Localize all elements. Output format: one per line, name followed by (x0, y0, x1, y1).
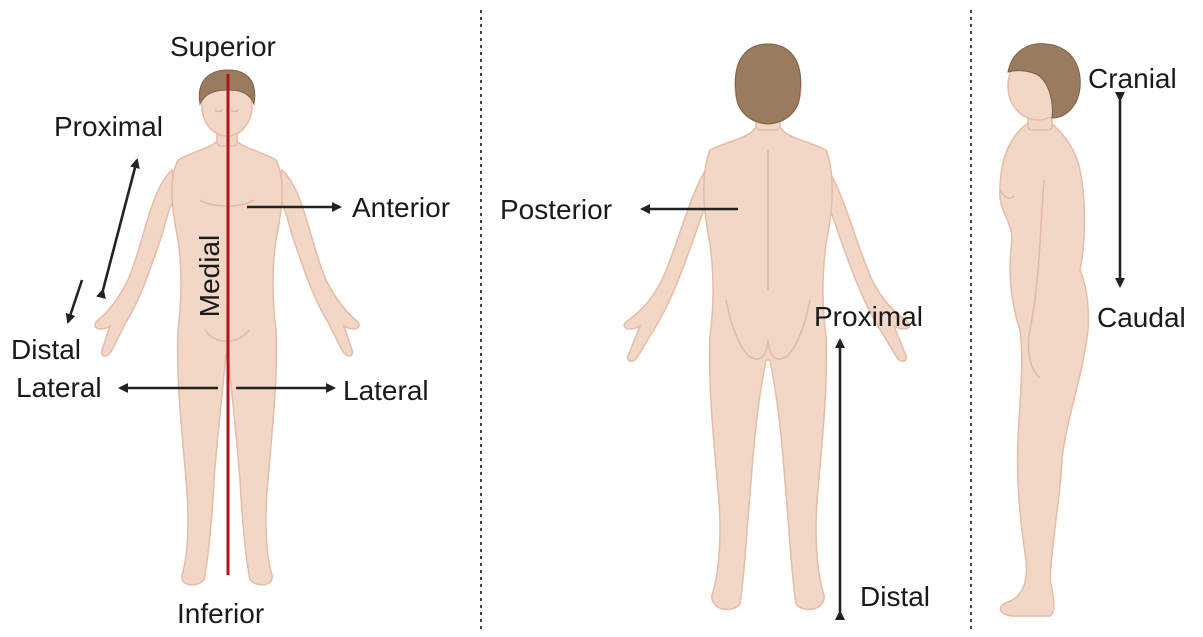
label-cranial: Cranial (1088, 65, 1177, 93)
label-inferior: Inferior (177, 600, 264, 628)
label-proximal-front: Proximal (54, 113, 163, 141)
label-superior: Superior (170, 33, 276, 61)
label-distal-front: Distal (11, 336, 81, 364)
label-lateral-right: Lateral (343, 377, 429, 405)
label-distal-back: Distal (860, 583, 930, 611)
label-medial: Medial (196, 233, 224, 319)
label-caudal: Caudal (1097, 304, 1186, 332)
side-body-figure (1000, 44, 1089, 616)
label-posterior: Posterior (500, 196, 612, 224)
distal-front-arrow (68, 280, 82, 322)
label-proximal-back: Proximal (814, 303, 923, 331)
label-lateral-left: Lateral (16, 374, 102, 402)
label-anterior: Anterior (352, 194, 450, 222)
